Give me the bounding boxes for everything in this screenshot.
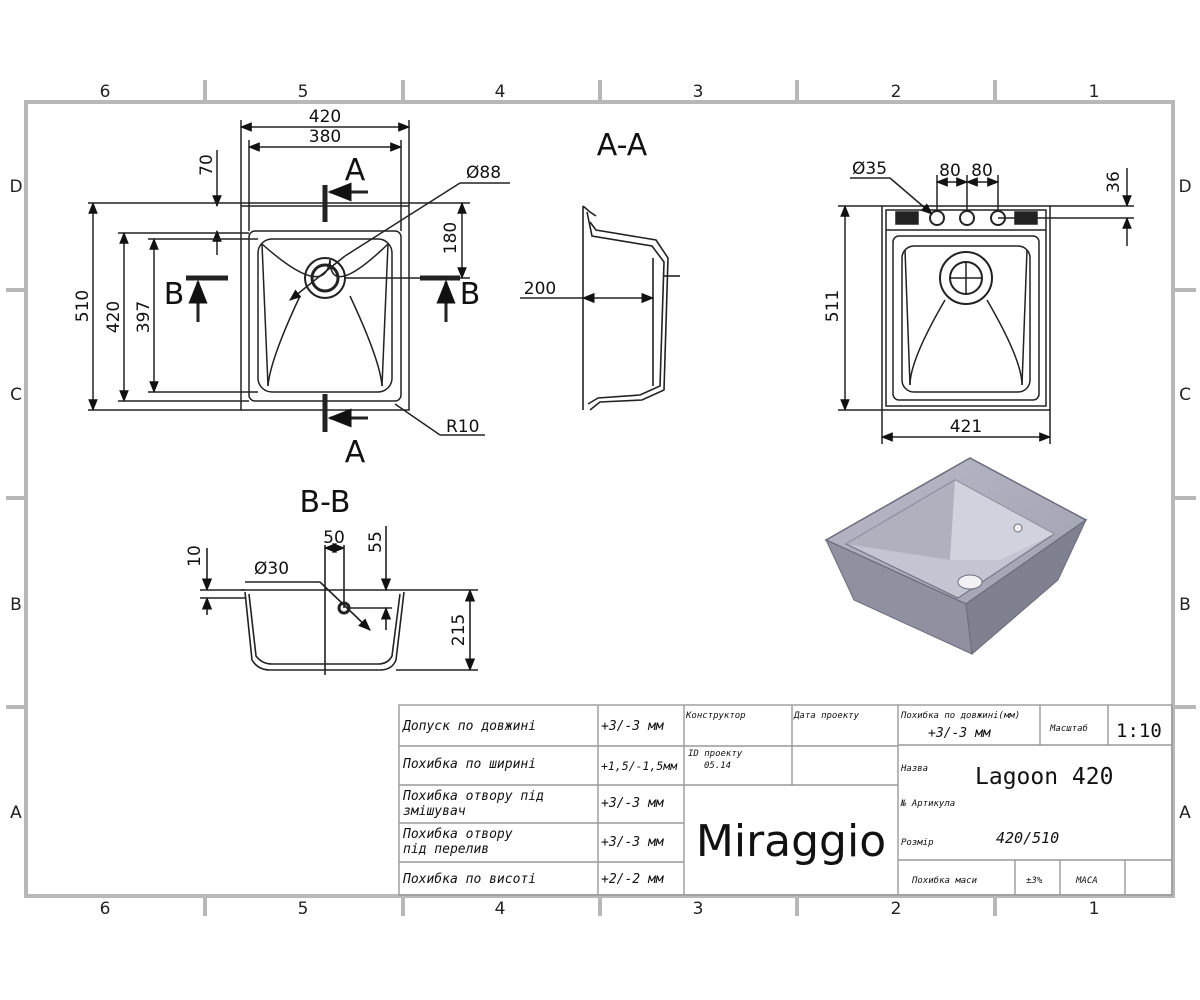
frame-col-label: 5 [298, 899, 309, 919]
back-view [838, 168, 1134, 444]
length-tol-value: +3/-3 мм [928, 726, 992, 741]
tol-overflow-label-1: Похибка отвору [402, 827, 513, 842]
frame-col-label: 2 [891, 899, 902, 919]
tol-overflow-value: +3/-3 мм [601, 835, 665, 850]
frame-col-label: 6 [100, 82, 111, 102]
project-id-label: ID проекту [688, 749, 743, 759]
tol-length-label: Допуск по довжині [402, 719, 536, 734]
frame-row-label: C [10, 385, 22, 405]
dim-height: 215 [449, 614, 469, 646]
sink-3d-render [824, 457, 1088, 655]
title-block [398, 704, 1173, 896]
article-label: № Артикула [900, 799, 955, 809]
date-label: Дата проекту [793, 711, 860, 721]
dim-spacing-1: 80 [939, 161, 961, 181]
scale-label: Масштаб [1049, 723, 1088, 734]
frame-col-label: 1 [1089, 82, 1100, 102]
mass-tol-label: Похибка маси [911, 875, 978, 886]
section-letter-a-bottom: A [345, 435, 366, 470]
project-id-value: 05.14 [704, 761, 731, 771]
frame-col-label: 3 [693, 899, 704, 919]
tol-mixer-label-1: Похибка отвору під [402, 789, 544, 804]
frame-row-label: C [1179, 385, 1191, 405]
section-letter-b-right: B [460, 277, 481, 312]
name-label: Назва [900, 764, 928, 774]
frame-col-label: 3 [693, 82, 704, 102]
dim-offset-top: 70 [197, 154, 217, 176]
dim-height-back: 511 [823, 290, 843, 322]
dim-offset-y: 55 [366, 531, 386, 553]
designer-label: Конструктор [685, 711, 746, 721]
tol-height-label: Похибка по висоті [402, 872, 536, 887]
tol-mixer-label-2: змішувач [403, 804, 466, 819]
frame-row-label: B [10, 595, 22, 615]
dim-drain-offset: 180 [441, 222, 461, 254]
mass-tol-value: ±3% [1026, 876, 1043, 886]
tol-mixer-value: +3/-3 мм [601, 796, 665, 811]
tol-length-value: +3/-3 мм [601, 719, 665, 734]
dim-height-mid: 420 [104, 301, 124, 333]
size-label: Розмір [901, 838, 934, 848]
frame-col-label: 4 [495, 82, 506, 102]
dim-corner-radius: R10 [446, 417, 479, 437]
frame-row-label: D [1178, 177, 1191, 197]
dim-width-outer: 420 [309, 107, 341, 127]
name-value: Lagoon 420 [975, 764, 1113, 790]
mass-label: МАСА [1075, 876, 1098, 886]
size-value: 420/510 [996, 829, 1059, 847]
dim-drain: Ø88 [466, 163, 501, 183]
frame-row-label: A [1179, 803, 1191, 823]
frame-col-label: 1 [1089, 899, 1100, 919]
dim-depth: 200 [524, 279, 556, 299]
length-tol-label: Похибка по довжині(мм) [900, 710, 1020, 721]
dim-height-inner: 397 [134, 301, 154, 333]
dim-offset-x: 50 [323, 528, 345, 548]
frame-row-label: D [9, 177, 22, 197]
tol-height-value: +2/-2 мм [601, 872, 665, 887]
top-view [88, 120, 510, 436]
section-bb-title: B-B [300, 485, 351, 520]
dim-hole: Ø35 [852, 159, 887, 179]
dim-height-outer: 510 [73, 290, 93, 322]
brand-logo: Miraggio [696, 816, 886, 867]
scale-value: 1:10 [1116, 720, 1162, 742]
dim-rim: 10 [185, 545, 205, 567]
section-bb-view [200, 526, 478, 675]
tol-width-label: Похибка по ширині [402, 757, 536, 772]
section-letter-a-top: A [345, 153, 366, 188]
section-aa-view [520, 205, 680, 411]
frame-col-label: 5 [298, 82, 309, 102]
frame-row-label: B [1179, 595, 1191, 615]
dim-spacing-2: 80 [971, 161, 993, 181]
dim-width-back: 421 [950, 417, 982, 437]
frame-row-label: A [10, 803, 22, 823]
frame-col-label: 6 [100, 899, 111, 919]
drawing-frame: 6 5 4 3 2 1 6 5 4 3 2 1 D C B A D C B A [6, 80, 1196, 919]
frame-col-label: 4 [495, 899, 506, 919]
dim-rim-back: 36 [1104, 171, 1124, 193]
frame-col-label: 2 [891, 82, 902, 102]
section-letter-b-left: B [164, 277, 185, 312]
tol-width-value: +1,5/-1,5мм [601, 759, 678, 773]
dim-overflow: Ø30 [254, 559, 289, 579]
tol-overflow-label-2: під перелив [403, 842, 489, 857]
section-aa-title: A-A [597, 128, 648, 163]
dim-width-inner: 380 [309, 127, 341, 147]
